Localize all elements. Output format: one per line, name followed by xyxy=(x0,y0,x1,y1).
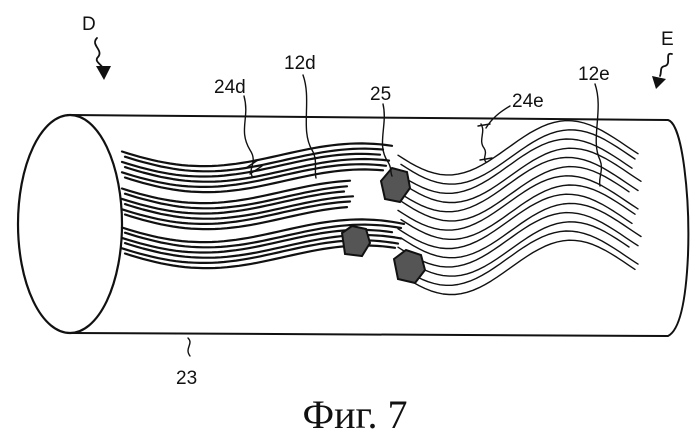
fiber-strand-e xyxy=(398,213,638,267)
figure-caption: Фиг. 7 xyxy=(303,392,408,437)
label-12e: 12e xyxy=(578,64,610,85)
direction-e-arrow xyxy=(652,54,672,89)
fiber-strand-e xyxy=(401,167,629,221)
fiber-bundles-e xyxy=(398,121,641,295)
fiber-strand-e xyxy=(398,194,632,248)
label-23: 23 xyxy=(176,368,197,389)
label-25: 25 xyxy=(370,84,391,105)
cylinder-end-face xyxy=(18,115,122,333)
label-direction-e: E xyxy=(661,29,674,50)
label-24d: 24d xyxy=(214,77,246,98)
fiber-strand-e xyxy=(401,222,629,276)
label-12d: 12d xyxy=(284,53,316,74)
direction-d-arrow xyxy=(95,38,111,80)
label-direction-d: D xyxy=(82,14,96,35)
fiber-strand-e xyxy=(401,240,635,294)
fiber-strand-e xyxy=(398,231,638,285)
junction-middle xyxy=(342,226,370,256)
fiber-strand-e xyxy=(401,185,635,239)
label-24e: 24e xyxy=(512,91,544,112)
